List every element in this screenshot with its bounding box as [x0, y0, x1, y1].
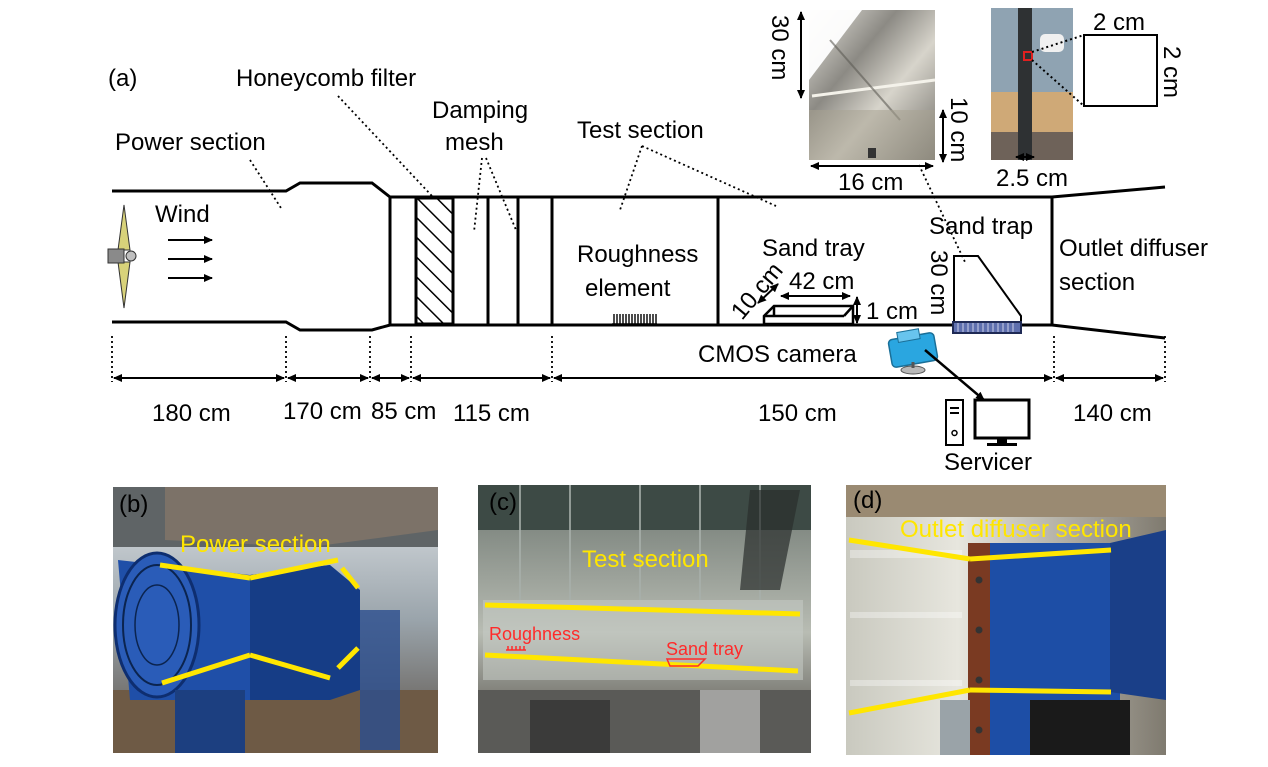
outlet-label-1: Outlet diffuser: [1059, 235, 1208, 262]
length-170: 170 cm: [283, 398, 362, 425]
tray-height-label: 1 cm: [866, 298, 918, 325]
test-section-highlights: [484, 602, 801, 674]
test-section-red-marks: [506, 646, 707, 667]
power-section-label: Power section: [115, 129, 266, 156]
panel-c-tag: (c): [489, 489, 517, 516]
trap-photo-dimensions: [797, 11, 947, 170]
panel-d-label: Outlet diffuser section: [900, 516, 1132, 543]
panel-b-tag: (b): [119, 491, 148, 518]
section-ticks: [111, 336, 1166, 382]
servicer-label: Servicer: [944, 449, 1032, 476]
camera-label: CMOS camera: [698, 341, 857, 368]
sand-tray-label: Sand tray: [762, 235, 865, 262]
fan-icon: [107, 204, 137, 309]
trap-photo-height: 30 cm: [766, 15, 793, 80]
camera-icon: [887, 328, 939, 375]
element-side-top: 2 cm: [1093, 9, 1145, 36]
trap-photo-base-height: 10 cm: [945, 97, 972, 162]
test-section-label: Test section: [577, 117, 704, 144]
tray-width-label: 10 cm: [726, 257, 789, 324]
roughness-label-2: element: [585, 275, 671, 302]
sand-trap-grid: [957, 323, 1014, 332]
length-180: 180 cm: [152, 400, 231, 427]
length-140: 140 cm: [1073, 400, 1152, 427]
panel-c-roughness: Roughness: [489, 624, 580, 644]
outlet-label-2: section: [1059, 269, 1135, 296]
sand-trap-photo: [809, 10, 936, 160]
sand-trap-label: Sand trap: [929, 213, 1033, 240]
panel-d-tag: (d): [853, 487, 882, 514]
panel-c-label: Test section: [582, 546, 709, 573]
sand-tray-shape: [762, 304, 855, 326]
damping-label-1: Damping: [432, 97, 528, 124]
sand-trap-height-label: 30 cm: [925, 250, 952, 315]
wind-arrows: [168, 236, 213, 282]
roughness-label-1: Roughness: [577, 241, 698, 268]
sand-trap-shape: [952, 255, 1022, 334]
element-thickness: 2.5 cm: [996, 165, 1068, 192]
length-85: 85 cm: [371, 398, 436, 425]
tunnel-outline: [112, 181, 1166, 340]
roughness-element-photo: [991, 8, 1073, 160]
panel-b-label: Power section: [180, 531, 331, 558]
honeycomb-filter: [414, 196, 455, 326]
element-side-right: 2 cm: [1158, 46, 1185, 98]
test-section-photo: [478, 485, 811, 753]
damping-label-2: mesh: [445, 129, 504, 156]
panel-a-tag: (a): [108, 65, 137, 92]
outlet-diffuser-highlights: [848, 537, 1112, 716]
tray-length-label: 42 cm: [789, 268, 854, 295]
honeycomb-label: Honeycomb filter: [236, 65, 416, 92]
length-150: 150 cm: [758, 400, 837, 427]
roughness-element-icon: [612, 314, 657, 325]
computer-icon: [945, 398, 1031, 446]
panel-c-sand-tray: Sand tray: [666, 639, 743, 659]
camera-link-arrow: [924, 349, 985, 401]
sand-tray-dimensions: [757, 283, 861, 324]
zoom-square: [1015, 34, 1158, 161]
power-section-highlights: [159, 557, 360, 686]
trap-photo-width: 16 cm: [838, 169, 903, 196]
wind-label: Wind: [155, 201, 210, 228]
leader-lines: [249, 95, 966, 263]
length-115: 115 cm: [453, 400, 530, 427]
power-section-photo: [113, 487, 438, 753]
outlet-diffuser-photo: [846, 485, 1166, 755]
